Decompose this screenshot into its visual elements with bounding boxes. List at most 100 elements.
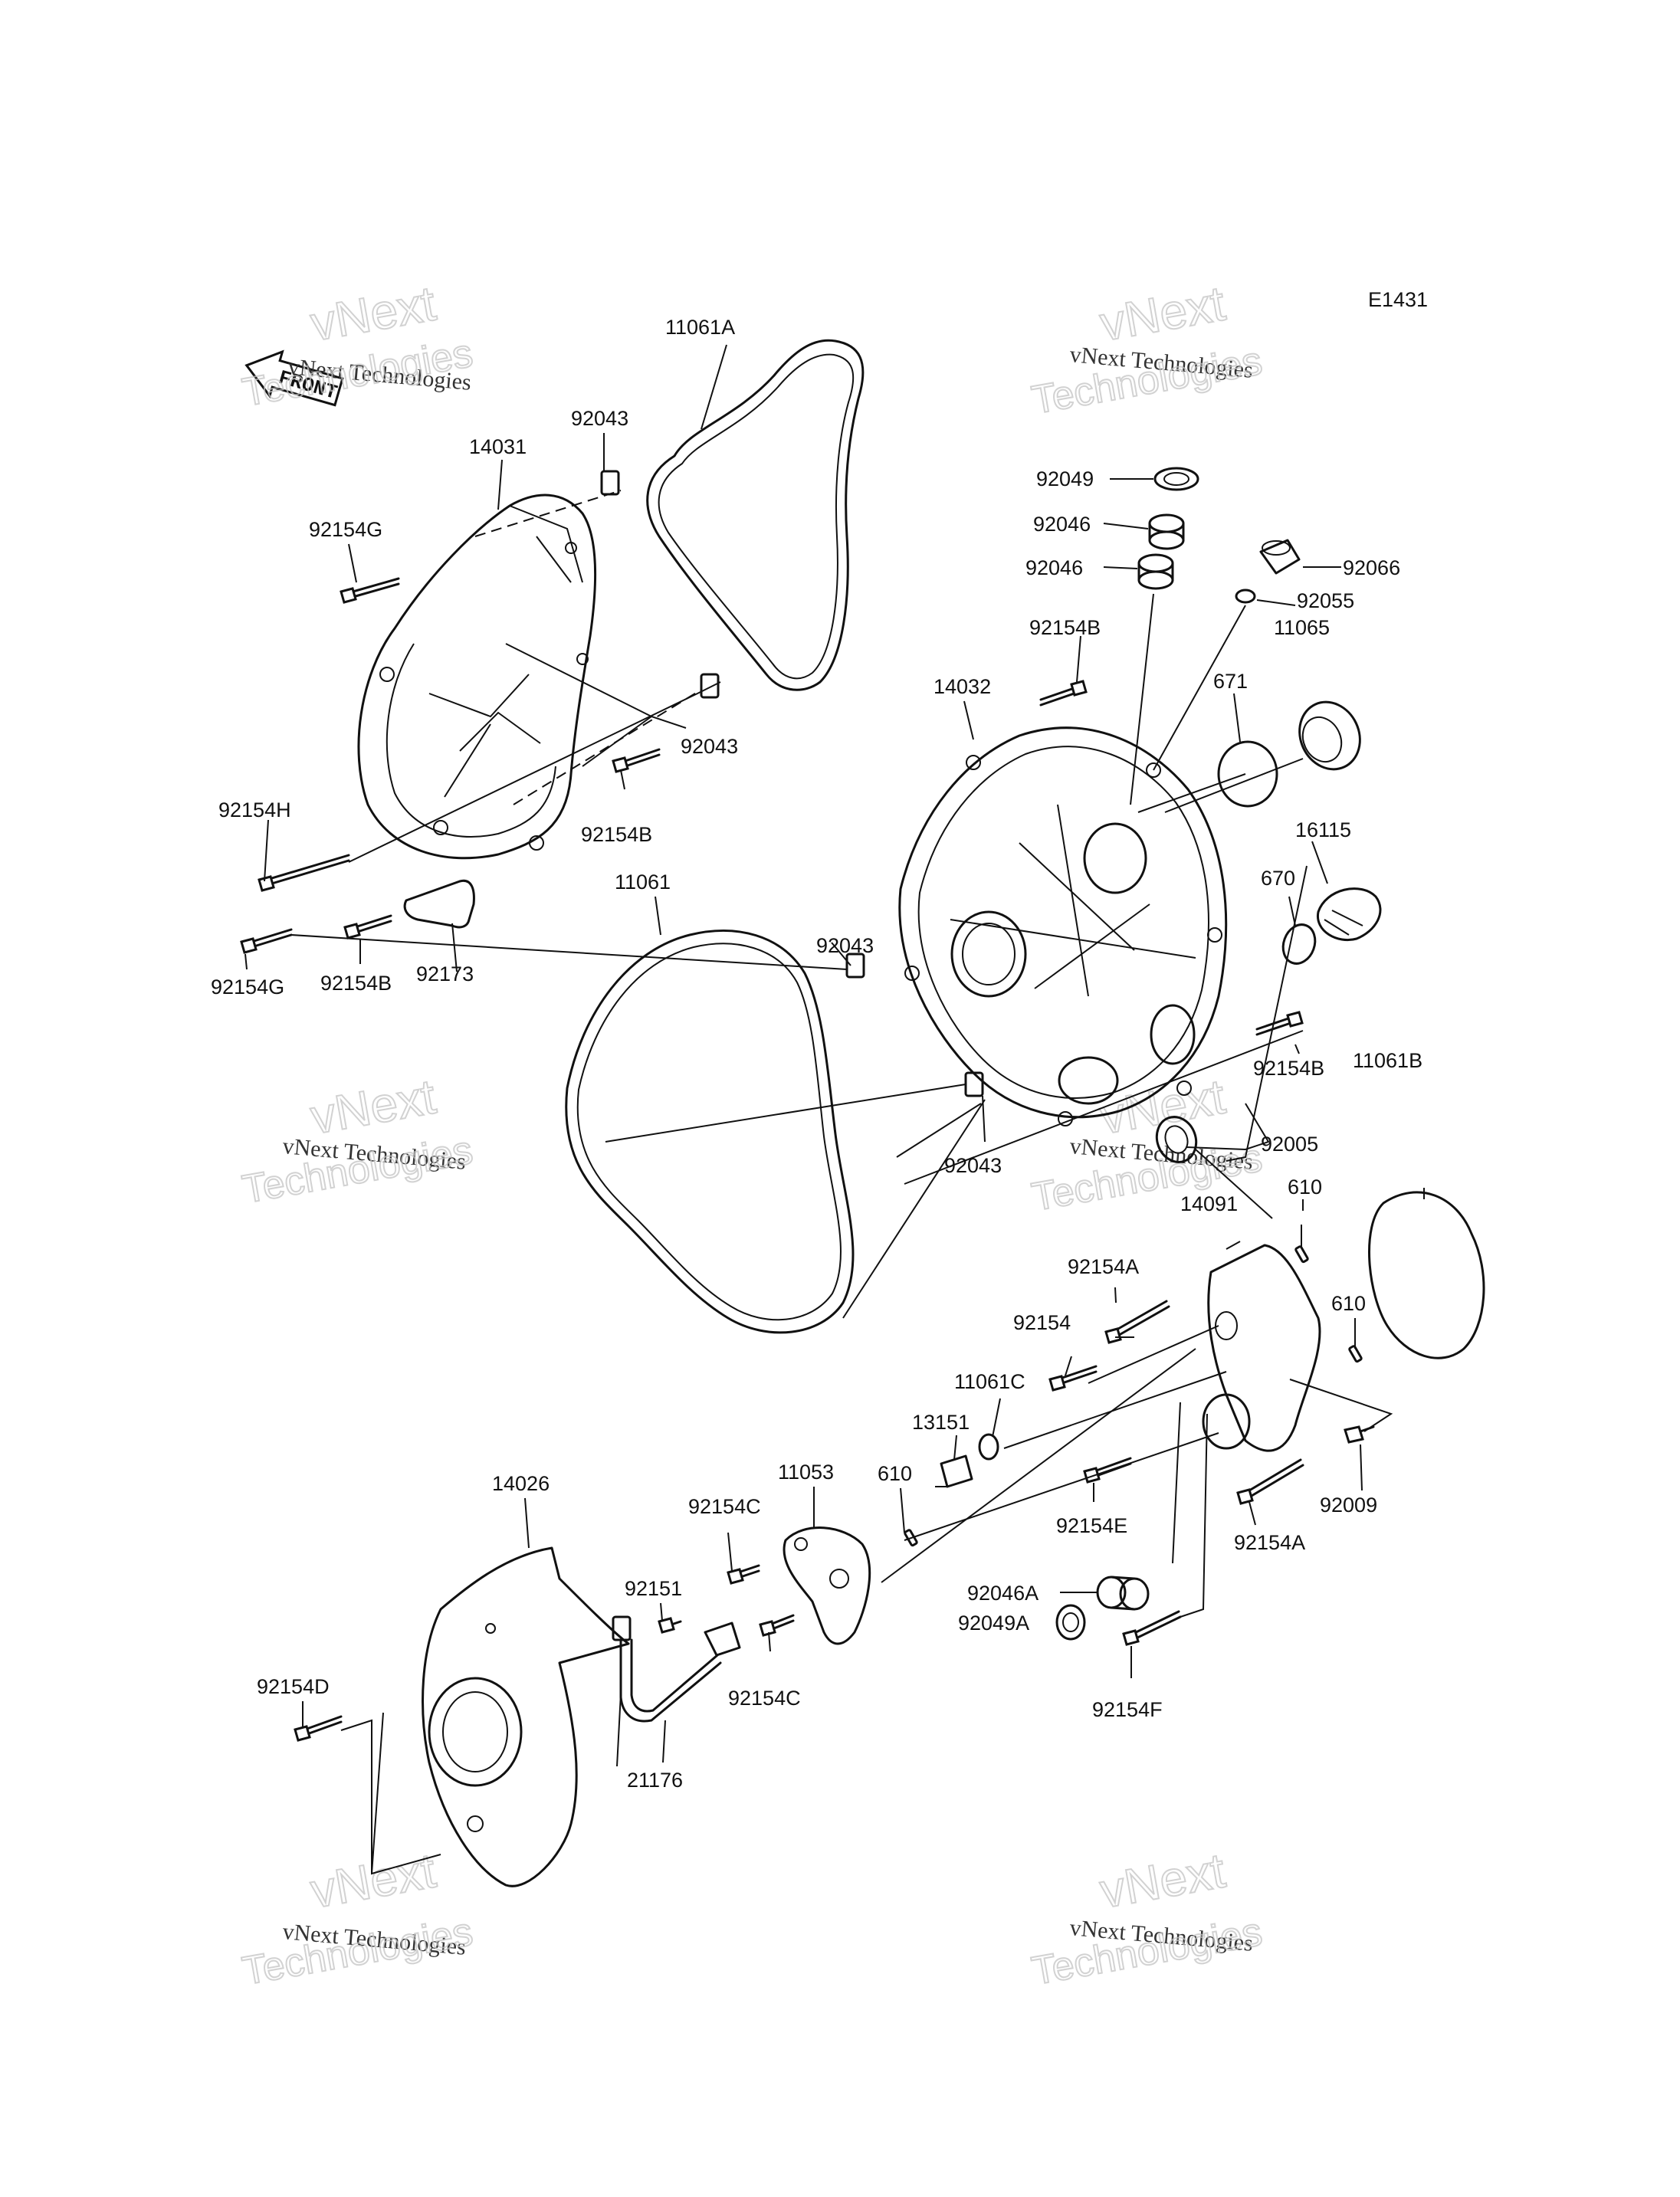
label-92066: 92066: [1343, 556, 1400, 579]
plug-92066: [1259, 539, 1301, 575]
label-14091: 14091: [1180, 1192, 1238, 1215]
label-92154a: 92154A: [1068, 1255, 1139, 1278]
seal-92049: [1153, 467, 1199, 491]
dowel-92043-c: [845, 953, 865, 979]
label-92154b: 92154B: [320, 972, 392, 995]
o-ring-671: [1217, 740, 1278, 808]
bearing-92046a: [1096, 1576, 1150, 1611]
label-14032: 14032: [934, 675, 991, 698]
label-92005: 92005: [1261, 1133, 1318, 1156]
label-92154b: 92154B: [1253, 1057, 1324, 1080]
bolt-92154h: [258, 854, 350, 892]
label-92154b: 92154B: [581, 823, 652, 846]
label-11061c: 11061C: [954, 1370, 1025, 1393]
o-ring-11061c: [978, 1433, 999, 1461]
watermark-mid-left: vNext vNext Technologies Technologies: [238, 1067, 477, 1212]
label-670: 670: [1261, 867, 1295, 890]
clamp-92173: [403, 879, 475, 929]
label-92049a: 92049A: [958, 1612, 1029, 1635]
label-13151: 13151: [912, 1411, 970, 1434]
bolt-92154b-c: [1039, 680, 1088, 707]
bolt-92154g-b: [240, 928, 293, 954]
svg-text:Technologies: Technologies: [239, 1910, 476, 1994]
bolt-92154c-b: [759, 1614, 795, 1637]
bearing-92046-b: [1137, 553, 1174, 590]
gasket-11061: [565, 930, 855, 1334]
label-92043: 92043: [571, 407, 628, 430]
pin-610-a: [1294, 1245, 1309, 1264]
label-11053: 11053: [778, 1461, 834, 1484]
svg-text:vNext: vNext: [1096, 1068, 1229, 1144]
watermark-top-left: vNext vNext Technologies Technologies: [238, 274, 477, 415]
gasket-11061b: [1368, 1191, 1485, 1359]
bolt-92154a-b: [1236, 1458, 1304, 1505]
bolt-92154: [1048, 1365, 1098, 1392]
label-92043: 92043: [816, 934, 874, 957]
label-16115: 16115: [1295, 818, 1351, 841]
watermark-bottom-right: vNext vNext Technologies Technologies: [1028, 1841, 1266, 1994]
bolt-92154a-a: [1104, 1300, 1170, 1344]
label-92043: 92043: [681, 735, 738, 758]
pin-610-b: [1348, 1345, 1363, 1363]
label-671: 671: [1213, 670, 1248, 693]
part-13151: [935, 1454, 973, 1488]
label-92154a: 92154A: [1234, 1531, 1305, 1554]
bolt-92154b-a: [612, 748, 661, 773]
label-11061: 11061: [615, 871, 671, 894]
seal-92005: [1155, 1116, 1198, 1163]
label-11065: 11065: [1274, 616, 1330, 639]
label-92049: 92049: [1036, 467, 1094, 490]
label-92154c: 92154C: [728, 1687, 801, 1710]
label-92154b: 92154B: [1029, 616, 1101, 639]
bracket-11053: [783, 1526, 871, 1645]
dowel-92043-d: [964, 1071, 984, 1097]
label-92154c: 92154C: [688, 1495, 761, 1518]
bolt-92154c-a: [727, 1564, 760, 1585]
label-92151: 92151: [625, 1577, 682, 1600]
hose-21176: [612, 1615, 741, 1723]
bearing-92046-a: [1148, 513, 1185, 550]
label-14026: 14026: [492, 1472, 550, 1495]
bolt-92154b-d: [1255, 1011, 1304, 1036]
o-ring-670: [1281, 923, 1317, 965]
label-92173: 92173: [416, 962, 474, 985]
diagram-code: E1431: [1368, 288, 1428, 311]
dowel-92043-a: [600, 470, 620, 496]
svg-text:vNext: vNext: [1096, 275, 1229, 351]
o-ring-92055: [1235, 589, 1256, 604]
bolt-92154b-b: [343, 914, 392, 939]
label-92154g: 92154G: [309, 518, 382, 541]
cover-14032: [898, 726, 1228, 1126]
label-92043: 92043: [944, 1154, 1002, 1177]
oil-cap-16115: [1317, 887, 1382, 941]
label-11061a: 11061A: [665, 316, 735, 339]
gasket-11061a: [646, 339, 865, 691]
bolt-92151: [658, 1617, 682, 1634]
svg-text:vNext: vNext: [307, 1068, 440, 1144]
label-11061b: 11061B: [1353, 1049, 1422, 1072]
label-92055: 92055: [1297, 589, 1354, 612]
label-14031: 14031: [469, 435, 527, 458]
seal-92049a: [1055, 1604, 1086, 1641]
svg-text:vNext: vNext: [1096, 1842, 1229, 1918]
part-labels: 11061A 92043 14031 92154G 92043 92154B 9…: [211, 316, 1422, 1792]
label-92009: 92009: [1320, 1494, 1377, 1517]
label-92154e: 92154E: [1056, 1514, 1127, 1537]
dowel-92043-b: [700, 673, 720, 699]
housing-14091: [1202, 1244, 1321, 1452]
label-610: 610: [1288, 1176, 1322, 1199]
watermark-bottom-left: vNext vNext Technologies Technologies: [238, 1841, 477, 1994]
watermark-top-right: vNext vNext Technologies Technologies: [1028, 274, 1266, 423]
leader-lines: [244, 344, 1425, 1875]
cover-14031: [357, 494, 597, 860]
label-92154g: 92154G: [211, 976, 284, 998]
label-610: 610: [1331, 1292, 1366, 1315]
label-92154h: 92154H: [218, 798, 291, 821]
bolt-92154f: [1122, 1610, 1182, 1646]
label-92154f: 92154F: [1092, 1698, 1163, 1721]
label-92154d: 92154D: [257, 1675, 330, 1698]
label-92046a: 92046A: [967, 1582, 1039, 1605]
bolt-92154g-a: [340, 577, 400, 604]
label-92046: 92046: [1033, 513, 1091, 536]
